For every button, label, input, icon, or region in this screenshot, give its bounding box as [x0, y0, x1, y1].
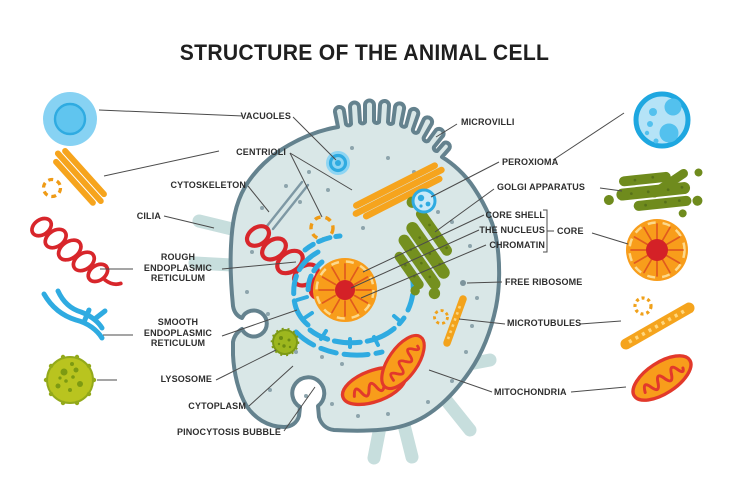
smooth-er-icon	[41, 288, 108, 341]
cilium	[397, 418, 419, 464]
cilium	[367, 420, 387, 465]
label-microvilli: MICROVILLI	[461, 117, 515, 127]
label-free-ribosome: FREE RIBOSOME	[505, 277, 583, 287]
nucleolus	[335, 280, 355, 300]
cytoskeleton-filaments	[265, 180, 310, 231]
nucleus-core-icon	[626, 219, 688, 281]
smooth-er	[291, 233, 416, 358]
label-mitochondria: MITOCHONDRIA	[494, 387, 567, 397]
lysosome	[270, 327, 300, 357]
vacuole-icon	[43, 92, 97, 146]
label-lysosome: LYSOSOME	[160, 374, 212, 384]
cilium	[192, 214, 239, 236]
golgi-apparatus	[394, 196, 452, 300]
centrioles	[352, 162, 445, 220]
peroxisome-icon	[633, 91, 691, 149]
core-bracket	[543, 209, 554, 253]
leader-lines	[97, 109, 629, 432]
ribosome-dots	[245, 146, 479, 418]
centriole-ring	[309, 215, 335, 241]
label-vacuoles: VACUOLES	[240, 111, 291, 121]
cilium	[439, 393, 477, 437]
label-pinocytosis-bubble: PINOCYTOSIS BUBBLE	[176, 427, 281, 437]
nucleus	[313, 258, 377, 322]
label-smooth-er: SMOOTH ENDOPLASMIC RETICULUM	[143, 317, 213, 348]
microtubules-icon	[620, 296, 695, 350]
label-peroxioma: PEROXIOMA	[502, 157, 559, 167]
label-cilia: CILIA	[136, 211, 161, 221]
label-the-nucleus: THE NUCLEUS	[479, 225, 545, 235]
lysosome-icon	[43, 354, 97, 406]
label-cytoplasm: CYTOPLASM	[188, 401, 246, 411]
page-title: STRUCTURE OF THE ANIMAL CELL	[179, 40, 550, 65]
microtubule	[433, 295, 467, 347]
golgi-icon	[603, 168, 703, 218]
label-rough-er: ROUGH ENDOPLASMIC RETICULUM	[143, 252, 213, 283]
label-cytoskeleton: CYTOSKELETON	[170, 180, 246, 190]
mitochondria-icon	[624, 345, 700, 411]
vacuole	[326, 151, 350, 175]
label-golgi-apparatus: GOLGI APPARATUS	[497, 182, 586, 192]
label-microtubules: MICROTUBULES	[507, 318, 582, 328]
centrioles-icon	[41, 148, 107, 206]
cilium	[188, 256, 239, 272]
label-core: CORE	[557, 226, 584, 236]
label-centrioli: CENTRIOLI	[236, 147, 286, 157]
rough-er-icon	[26, 213, 123, 287]
free-ribosome-dot	[460, 280, 466, 286]
peroxisome	[411, 188, 437, 214]
label-chromatin: CHROMATIN	[489, 240, 545, 250]
label-core-shell: CORE SHELL	[485, 210, 545, 220]
